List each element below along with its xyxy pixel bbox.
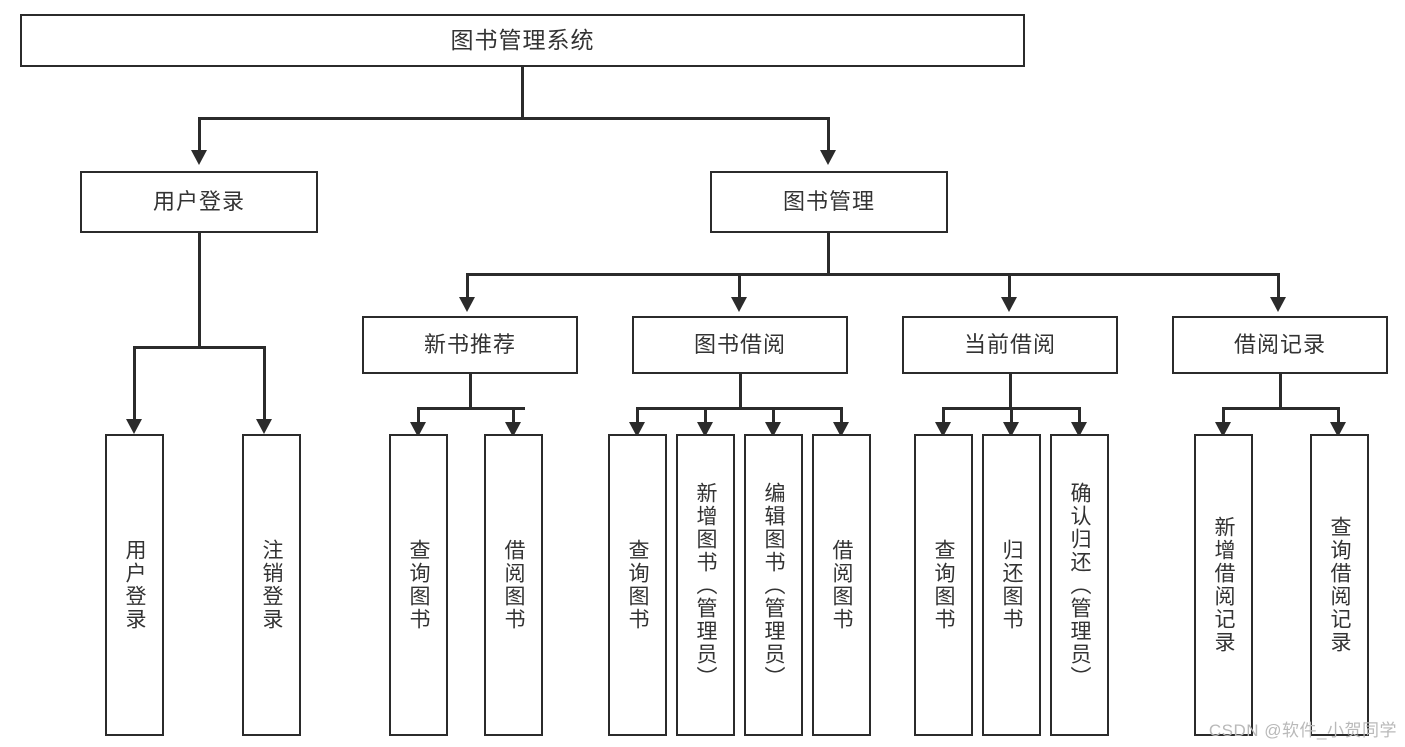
edge-book-mgmt-to-book-borrow: [738, 273, 741, 299]
edge-new-book-to-leaf-2: [512, 407, 515, 424]
node-label: 用户登录: [123, 539, 146, 631]
arrow-current-borrow-to-leaf-3: [1071, 422, 1087, 437]
edge-book-borrow-to-leaf-3: [772, 407, 775, 424]
leaf-book-borrow-query-book[interactable]: 查询图书: [608, 434, 667, 736]
edge-borrow-record-to-leaf-1: [1222, 407, 1225, 424]
arrow-current-borrow-to-leaf-2: [1003, 422, 1019, 437]
node-label: 借阅图书: [830, 539, 853, 631]
arrow-book-mgmt-to-new-book: [459, 297, 475, 312]
leaf-user-login-login[interactable]: 用户登录: [105, 434, 164, 736]
node-label: 借阅记录: [1233, 332, 1326, 358]
arrow-current-borrow-to-leaf-1: [935, 422, 951, 437]
leaf-current-borrow-return-book[interactable]: 归还图书: [982, 434, 1041, 736]
edge-root-to-book-mgmt: [827, 117, 830, 152]
edge-book-borrow-stem: [739, 374, 742, 407]
node-label: 当前借阅: [963, 332, 1056, 358]
node-label: 用户登录: [152, 189, 245, 215]
edge-book-mgmt-to-current-borrow: [1008, 273, 1011, 299]
leaf-book-borrow-borrow-book[interactable]: 借阅图书: [812, 434, 871, 736]
node-label: 图书管理系统: [450, 26, 595, 53]
arrow-book-mgmt-to-current-borrow: [1001, 297, 1017, 312]
edge-borrow-record-to-leaf-2: [1337, 407, 1340, 424]
edge-user-login-to-leaf-1: [133, 346, 136, 421]
edge-new-book-bus: [417, 407, 525, 410]
edge-book-borrow-bus: [636, 407, 843, 410]
leaf-borrow-record-query-record[interactable]: 查询借阅记录: [1310, 434, 1369, 736]
node-label: 编辑图书（管理员）: [762, 481, 785, 689]
edge-root-stem: [521, 67, 524, 117]
node-label: 确认归还（管理员）: [1068, 481, 1091, 689]
edge-root-bus: [198, 117, 830, 120]
edge-book-borrow-to-leaf-1: [636, 407, 639, 424]
arrow-book-mgmt-to-borrow-record: [1270, 297, 1286, 312]
edge-borrow-record-stem: [1279, 374, 1282, 407]
node-borrow-record[interactable]: 借阅记录: [1172, 316, 1388, 374]
edge-book-mgmt-bus: [466, 273, 1280, 276]
arrow-user-login-to-leaf-2: [256, 419, 272, 434]
arrow-new-book-to-leaf-2: [505, 422, 521, 437]
leaf-borrow-record-add-record[interactable]: 新增借阅记录: [1194, 434, 1253, 736]
edge-current-borrow-to-leaf-3: [1078, 407, 1081, 424]
leaf-new-book-query-book[interactable]: 查询图书: [389, 434, 448, 736]
edge-book-mgmt-to-borrow-record: [1277, 273, 1280, 299]
edge-book-borrow-to-leaf-4: [840, 407, 843, 424]
leaf-new-book-borrow-book[interactable]: 借阅图书: [484, 434, 543, 736]
edge-user-login-stem: [198, 233, 201, 346]
node-label: 查询图书: [407, 539, 430, 631]
arrow-root-to-book-mgmt: [820, 150, 836, 165]
leaf-user-login-logout[interactable]: 注销登录: [242, 434, 301, 736]
arrow-book-borrow-to-leaf-4: [833, 422, 849, 437]
node-label: 图书借阅: [693, 332, 786, 358]
node-label: 查询图书: [626, 539, 649, 631]
node-user-login[interactable]: 用户登录: [80, 171, 318, 233]
node-current-borrow[interactable]: 当前借阅: [902, 316, 1118, 374]
leaf-book-borrow-add-book[interactable]: 新增图书（管理员）: [676, 434, 735, 736]
node-label: 注销登录: [260, 539, 283, 631]
edge-current-borrow-to-leaf-2: [1010, 407, 1013, 424]
node-label: 归还图书: [1000, 539, 1023, 631]
node-label: 查询借阅记录: [1328, 516, 1351, 654]
arrow-root-to-user-login: [191, 150, 207, 165]
node-label: 新增借阅记录: [1212, 516, 1235, 654]
edge-book-mgmt-to-new-book: [466, 273, 469, 299]
node-label: 新增图书（管理员）: [694, 481, 717, 689]
arrow-borrow-record-to-leaf-2: [1330, 422, 1346, 437]
arrow-book-borrow-to-leaf-1: [629, 422, 645, 437]
edge-new-book-stem: [469, 374, 472, 407]
node-book-management[interactable]: 图书管理: [710, 171, 948, 233]
arrow-book-borrow-to-leaf-2: [697, 422, 713, 437]
edge-user-login-to-leaf-2: [263, 346, 266, 421]
arrow-book-mgmt-to-book-borrow: [731, 297, 747, 312]
edge-root-to-user-login: [198, 117, 201, 152]
watermark-text: CSDN @软件_小贺同学: [1208, 721, 1397, 740]
edge-user-login-bus: [133, 346, 266, 349]
node-new-book-recommend[interactable]: 新书推荐: [362, 316, 578, 374]
edge-current-borrow-stem: [1009, 374, 1012, 407]
edge-current-borrow-to-leaf-1: [942, 407, 945, 424]
node-label: 查询图书: [932, 539, 955, 631]
node-label: 新书推荐: [423, 332, 516, 358]
arrow-borrow-record-to-leaf-1: [1215, 422, 1231, 437]
edge-book-borrow-to-leaf-2: [704, 407, 707, 424]
node-book-borrow[interactable]: 图书借阅: [632, 316, 848, 374]
node-label: 借阅图书: [502, 539, 525, 631]
leaf-book-borrow-edit-book[interactable]: 编辑图书（管理员）: [744, 434, 803, 736]
edge-new-book-to-leaf-1: [417, 407, 420, 424]
node-root-system[interactable]: 图书管理系统: [20, 14, 1025, 67]
leaf-current-borrow-query-book[interactable]: 查询图书: [914, 434, 973, 736]
arrow-user-login-to-leaf-1: [126, 419, 142, 434]
leaf-current-borrow-confirm-return[interactable]: 确认归还（管理员）: [1050, 434, 1109, 736]
arrow-new-book-to-leaf-1: [410, 422, 426, 437]
arrow-book-borrow-to-leaf-3: [765, 422, 781, 437]
edge-borrow-record-bus: [1222, 407, 1339, 410]
edge-book-mgmt-stem: [827, 233, 830, 273]
node-label: 图书管理: [782, 189, 875, 215]
